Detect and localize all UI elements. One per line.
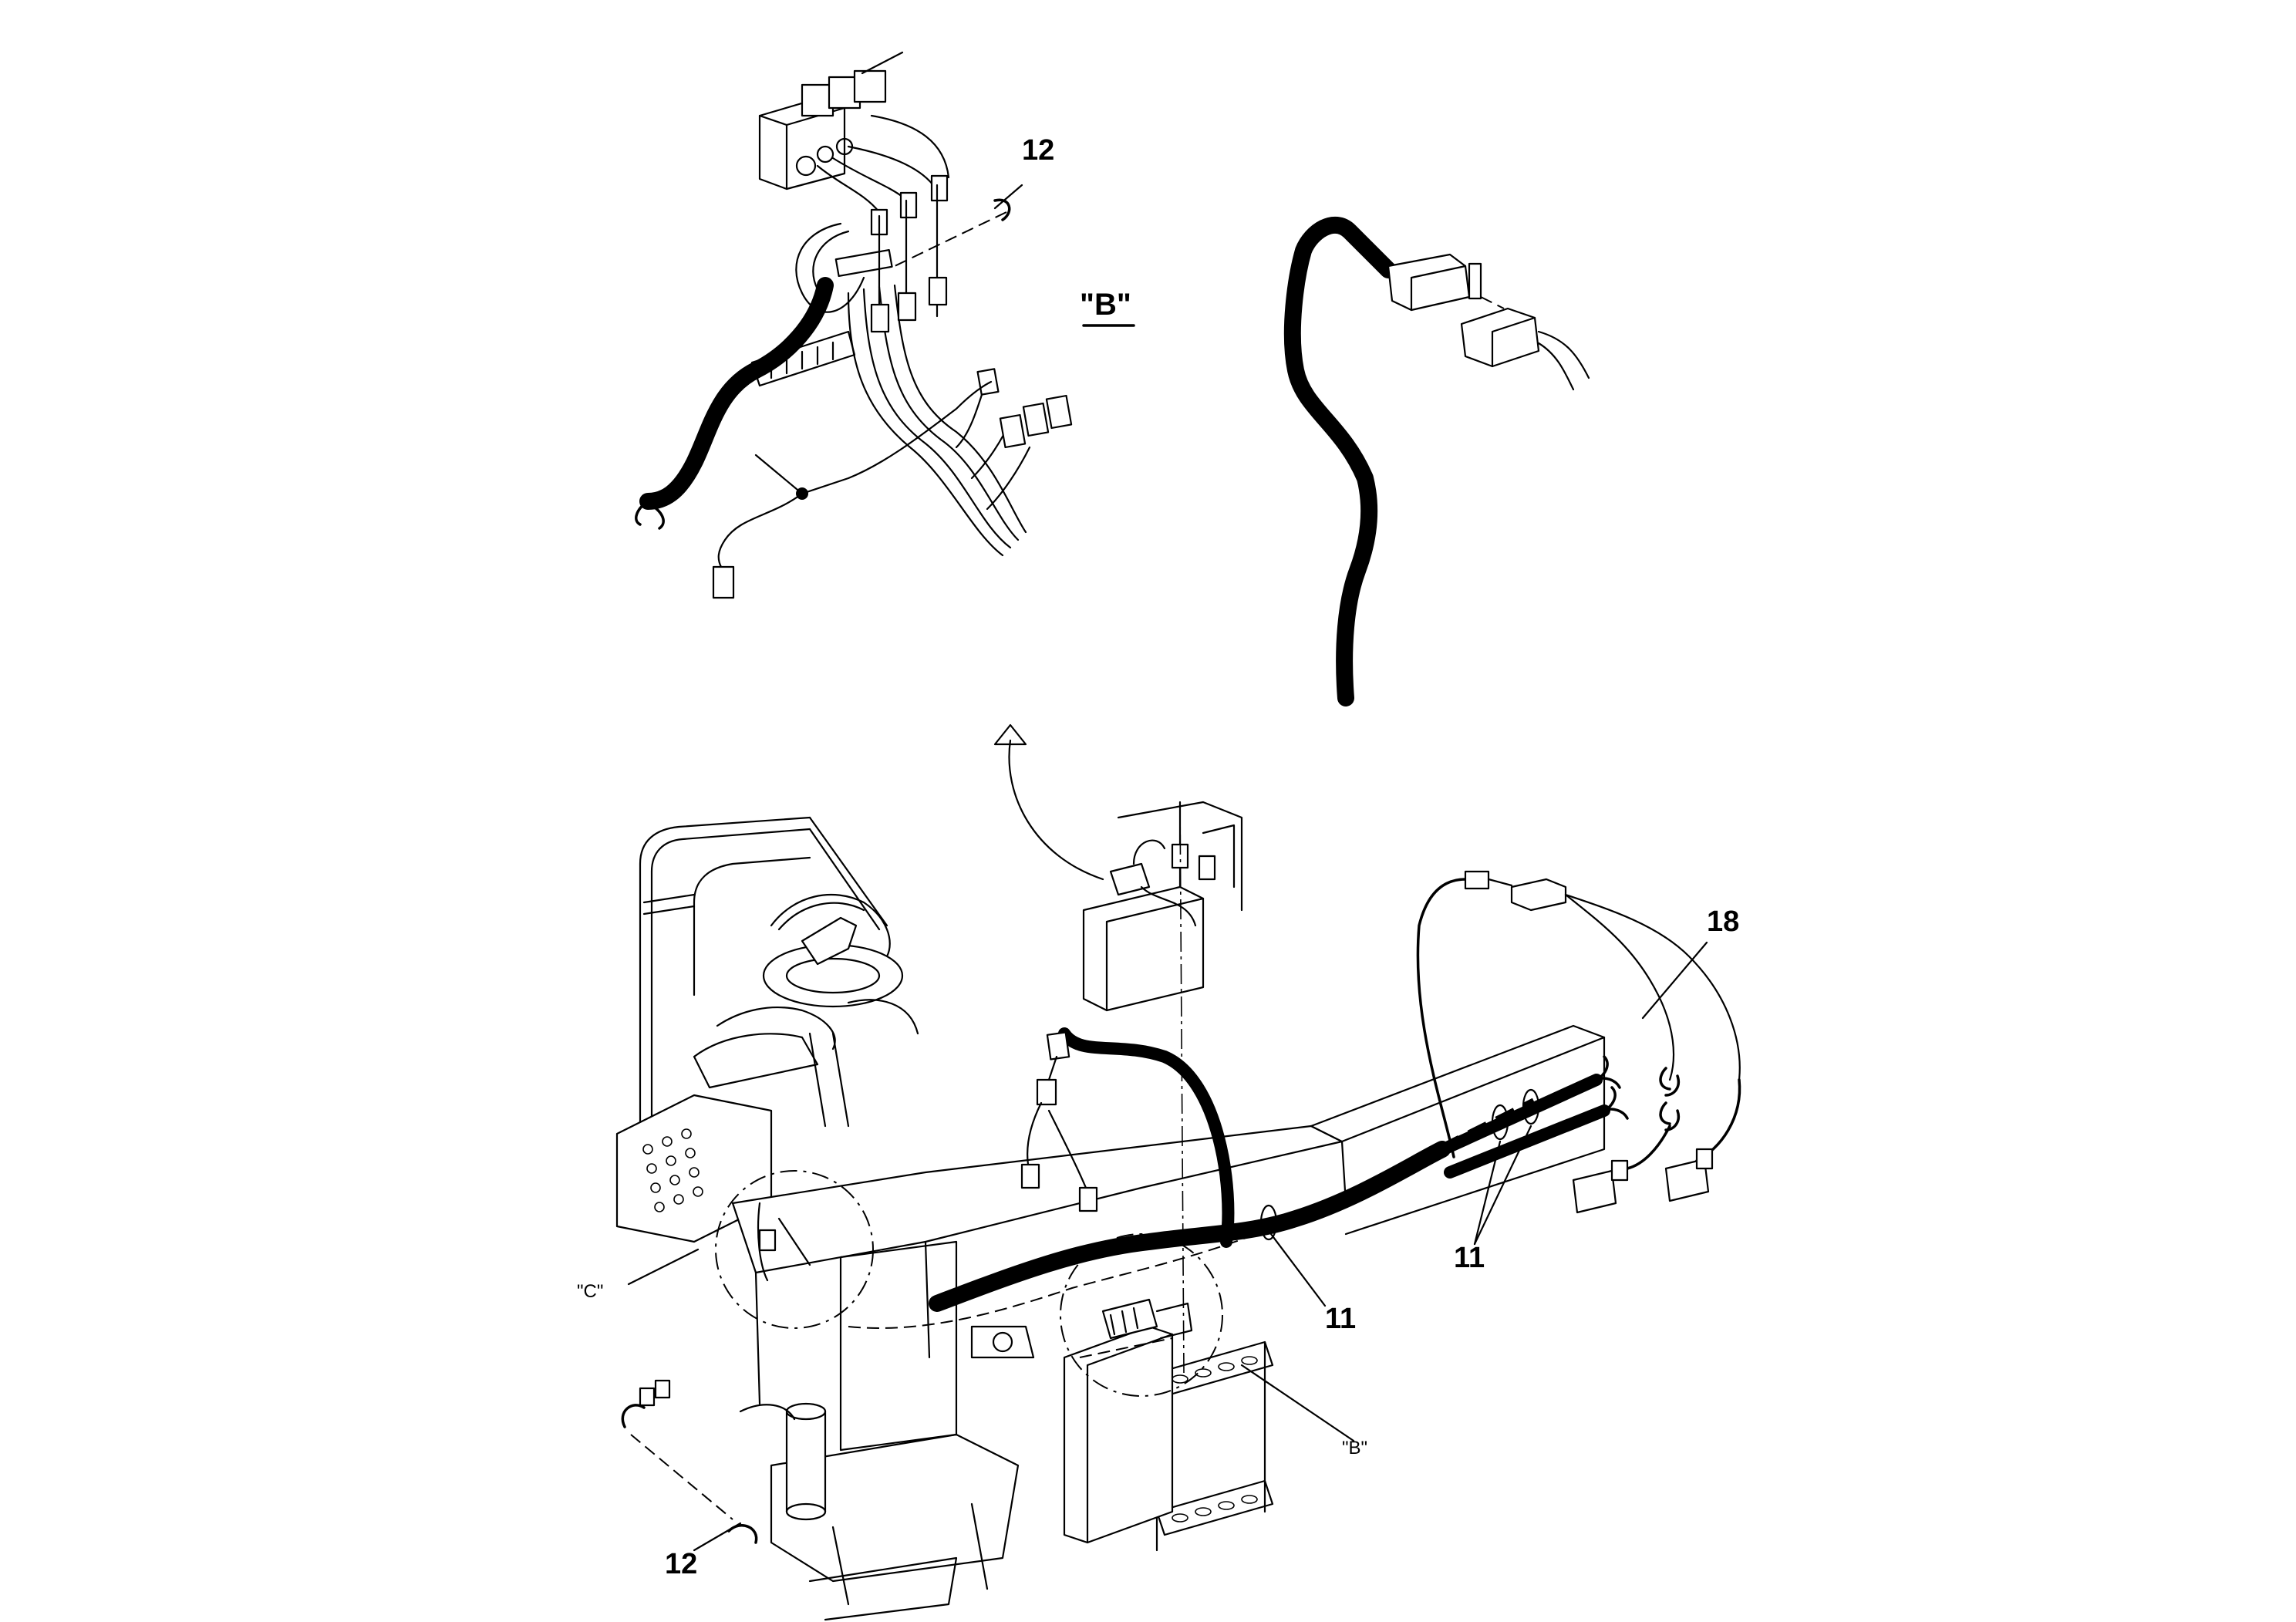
- detail-view-b: 12 "B": [635, 51, 1135, 599]
- main-harness-b: [639, 277, 834, 510]
- rail-harness-b: [1444, 1104, 1610, 1179]
- rollover-frame: [639, 816, 888, 1143]
- lead-connectors-b: [955, 368, 1073, 511]
- clip-12-top: [894, 198, 1011, 267]
- detail-circle-b: [1060, 1233, 1223, 1397]
- callout-18: 18: [1707, 905, 1739, 938]
- leader-12-top: [993, 184, 1023, 210]
- battery-box-lower: [1063, 1325, 1174, 1544]
- inline-connector-a: [1464, 870, 1490, 890]
- rail-end-hooks: [1595, 1055, 1629, 1120]
- detail-ref-c: "C": [577, 1281, 603, 1302]
- mating-socket: [1460, 307, 1590, 391]
- view-title-b: "B": [1080, 288, 1131, 322]
- seat: [693, 1033, 819, 1089]
- detail-circle-c: [715, 1170, 874, 1329]
- leader-lines: [627, 941, 1708, 1552]
- centerline-b: [1179, 801, 1185, 1374]
- chassis-frame: [731, 1024, 1606, 1621]
- ground-lead-junction: [712, 380, 993, 599]
- main-harness-machine: [929, 1141, 1451, 1312]
- sensor-plug-left: [1572, 1169, 1617, 1214]
- clip-12-bottom: [621, 1379, 796, 1544]
- callout-11-center: 11: [1325, 1303, 1356, 1335]
- loop-up-connectors: [1020, 1031, 1098, 1212]
- harness-loop-up: [1058, 1027, 1235, 1248]
- battery-upper: [1082, 801, 1243, 1012]
- multi-pin-plug: [1387, 253, 1482, 312]
- sensor-harness: [1416, 870, 1741, 1214]
- console: [801, 916, 858, 966]
- sensor-plug-right: [1664, 1158, 1710, 1202]
- fuse-block-assembly: [758, 51, 904, 191]
- upper-right-harness: [1283, 216, 1590, 706]
- harness-loop: [795, 222, 893, 313]
- relay-leads: [816, 114, 950, 236]
- inline-connector-b: [1510, 878, 1567, 912]
- detail-ref-b: "B": [1342, 1438, 1367, 1458]
- detail-b-terminal: [1101, 1298, 1158, 1340]
- battery-terminal-block: [1109, 862, 1151, 896]
- callout-12-bottom: 12: [665, 1548, 697, 1580]
- rail-harness-a: [1421, 1074, 1603, 1163]
- callout-12-top: 12: [1022, 134, 1054, 167]
- grommets: [1259, 1088, 1540, 1241]
- operator-station: [693, 893, 919, 1128]
- hydraulic-cylinder: [785, 1325, 1035, 1521]
- lead-bundle: [847, 184, 1027, 557]
- callout-11-right: 11: [1454, 1242, 1485, 1274]
- harness-end-b: [635, 500, 665, 530]
- valve-block: [970, 1325, 1035, 1359]
- direction-arrow: [993, 723, 1104, 881]
- harness-under-frame: [848, 1202, 1327, 1329]
